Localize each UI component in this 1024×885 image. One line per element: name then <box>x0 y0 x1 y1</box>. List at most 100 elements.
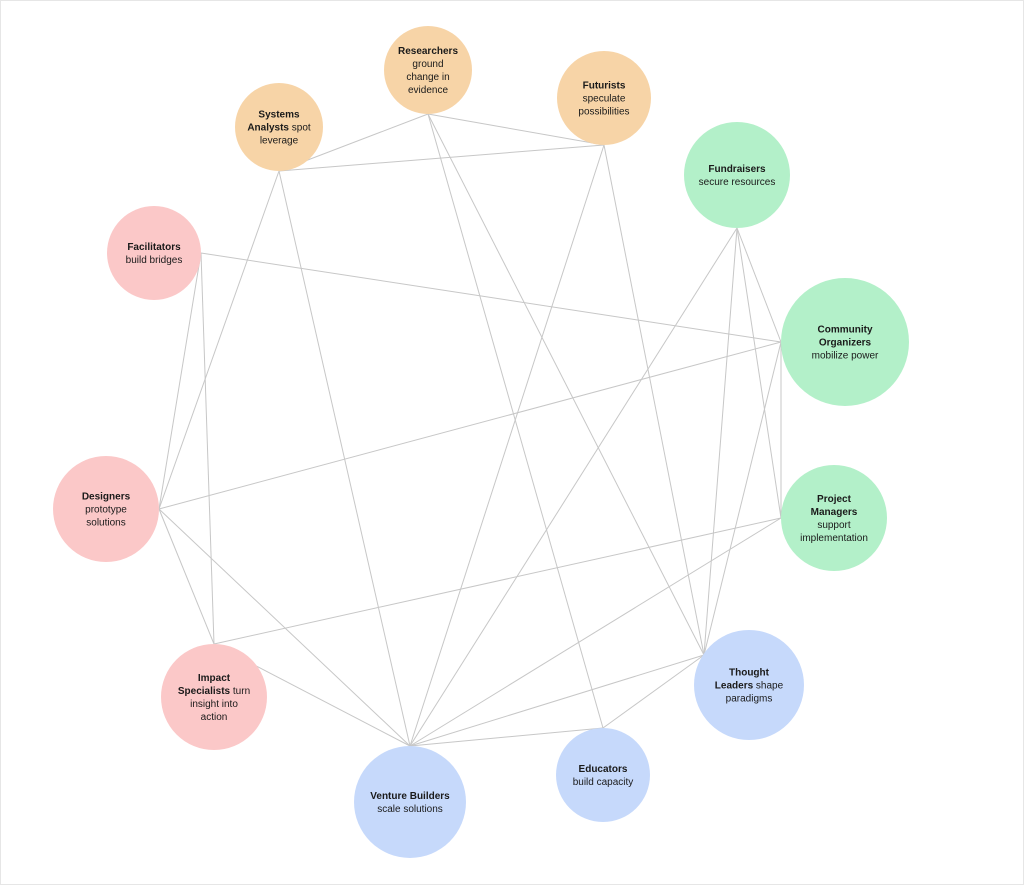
edge-facilitators-to-designers <box>158 252 202 510</box>
node-label: Fundraisers secure resources <box>699 164 776 188</box>
node-title-text: Designers <box>82 492 131 503</box>
node-description-text: prototype <box>85 505 127 516</box>
node-description-text: leverage <box>260 136 299 147</box>
edge-systems-analysts-to-designers <box>158 170 280 510</box>
node-title-text: Futurists <box>583 81 626 92</box>
node-circle <box>556 728 650 822</box>
edge-thought-leaders-to-educators <box>602 654 705 729</box>
node-description-text: mobilize power <box>812 351 879 362</box>
node-description-text: evidence <box>408 85 448 96</box>
node-label: Venture Builders scale solutions <box>370 791 450 815</box>
edge-educators-to-venture-builders <box>409 727 604 747</box>
node-circle <box>161 644 267 750</box>
node-title-text: Impact <box>198 673 231 684</box>
edge-systems-analysts-to-venture-builders <box>278 170 411 747</box>
node-title-text: Systems <box>258 110 300 121</box>
node-facilitators: Facilitators build bridges <box>107 206 201 300</box>
node-venture-builders: Venture Builders scale solutions <box>354 746 466 858</box>
edge-project-managers-to-venture-builders <box>409 517 782 747</box>
edge-project-managers-to-impact-specialists <box>213 517 782 645</box>
edge-researchers-to-educators <box>427 113 604 729</box>
node-label: Futurists speculate possibilities <box>578 81 629 118</box>
edge-fundraisers-to-project-managers <box>736 227 782 519</box>
edge-designers-to-impact-specialists <box>158 508 215 645</box>
node-circle <box>684 122 790 228</box>
node-description-text: build bridges <box>126 255 183 266</box>
node-description-text: insight into <box>190 699 238 710</box>
node-description-text: build capacity <box>573 777 634 788</box>
node-description-text: solutions <box>86 518 125 529</box>
node-title-text: Organizers <box>819 338 872 349</box>
node-description-text: support <box>817 520 851 531</box>
node-researchers: Researchers ground change in evidence <box>384 26 472 114</box>
node-circle <box>384 26 472 114</box>
node-label: Facilitators build bridges <box>126 242 183 266</box>
edge-facilitators-to-community-organizers <box>200 252 782 343</box>
edge-fundraisers-to-thought-leaders <box>703 227 738 656</box>
node-title-text: Managers <box>811 507 858 518</box>
node-description-text: shape <box>753 681 783 692</box>
node-label: Researchers ground change in evidence <box>398 46 458 96</box>
edge-designers-to-venture-builders <box>158 508 411 747</box>
node-title-text: Specialists <box>178 686 231 697</box>
node-futurists: Futurists speculate possibilities <box>557 51 651 145</box>
node-description-text: possibilities <box>578 107 629 118</box>
stakeholder-nodes: Researchers ground change in evidence Futuri… <box>53 26 909 858</box>
node-description-text: secure resources <box>699 177 776 188</box>
node-description-text: turn <box>230 686 250 697</box>
node-description-text: change in <box>406 72 449 83</box>
node-circle <box>781 465 887 571</box>
node-title-text: Researchers <box>398 46 458 57</box>
edge-futurists-to-venture-builders <box>409 144 605 747</box>
node-title-text: Project <box>817 494 852 505</box>
edge-fundraisers-to-community-organizers <box>736 227 782 343</box>
node-circle <box>107 206 201 300</box>
node-title-text: Venture Builders <box>370 791 450 802</box>
node-circle <box>781 278 909 406</box>
edge-futurists-to-thought-leaders <box>603 144 705 656</box>
edge-facilitators-to-impact-specialists <box>200 252 215 645</box>
node-circle <box>235 83 323 171</box>
node-description-text: implementation <box>800 533 868 544</box>
node-title-text: Community <box>818 325 873 336</box>
node-title-text: Thought <box>729 668 770 679</box>
node-description-text: ground <box>412 59 443 70</box>
node-description-text: scale solutions <box>377 804 443 815</box>
node-fundraisers: Fundraisers secure resources <box>684 122 790 228</box>
connection-lines <box>158 113 782 747</box>
edge-thought-leaders-to-venture-builders <box>409 654 705 747</box>
node-title-text: Fundraisers <box>708 164 766 175</box>
edge-researchers-to-thought-leaders <box>427 113 705 656</box>
node-designers: Designers prototype solutions <box>53 456 159 562</box>
node-description-text: paradigms <box>726 694 773 705</box>
edge-community-organizers-to-designers <box>158 341 782 510</box>
edge-community-organizers-to-thought-leaders <box>703 341 782 656</box>
node-title-text: Facilitators <box>127 242 181 253</box>
node-circle <box>557 51 651 145</box>
node-title-text: Analysts <box>247 123 289 134</box>
edge-researchers-to-futurists <box>427 113 605 146</box>
edge-fundraisers-to-venture-builders <box>409 227 738 747</box>
node-description-text: action <box>201 712 228 723</box>
edge-systems-analysts-to-futurists <box>278 144 605 172</box>
node-circle <box>53 456 159 562</box>
node-circle <box>354 746 466 858</box>
node-circle <box>694 630 804 740</box>
node-title-text: Leaders <box>715 681 754 692</box>
node-description-text: speculate <box>583 94 626 105</box>
node-description-text: spot <box>289 123 311 134</box>
